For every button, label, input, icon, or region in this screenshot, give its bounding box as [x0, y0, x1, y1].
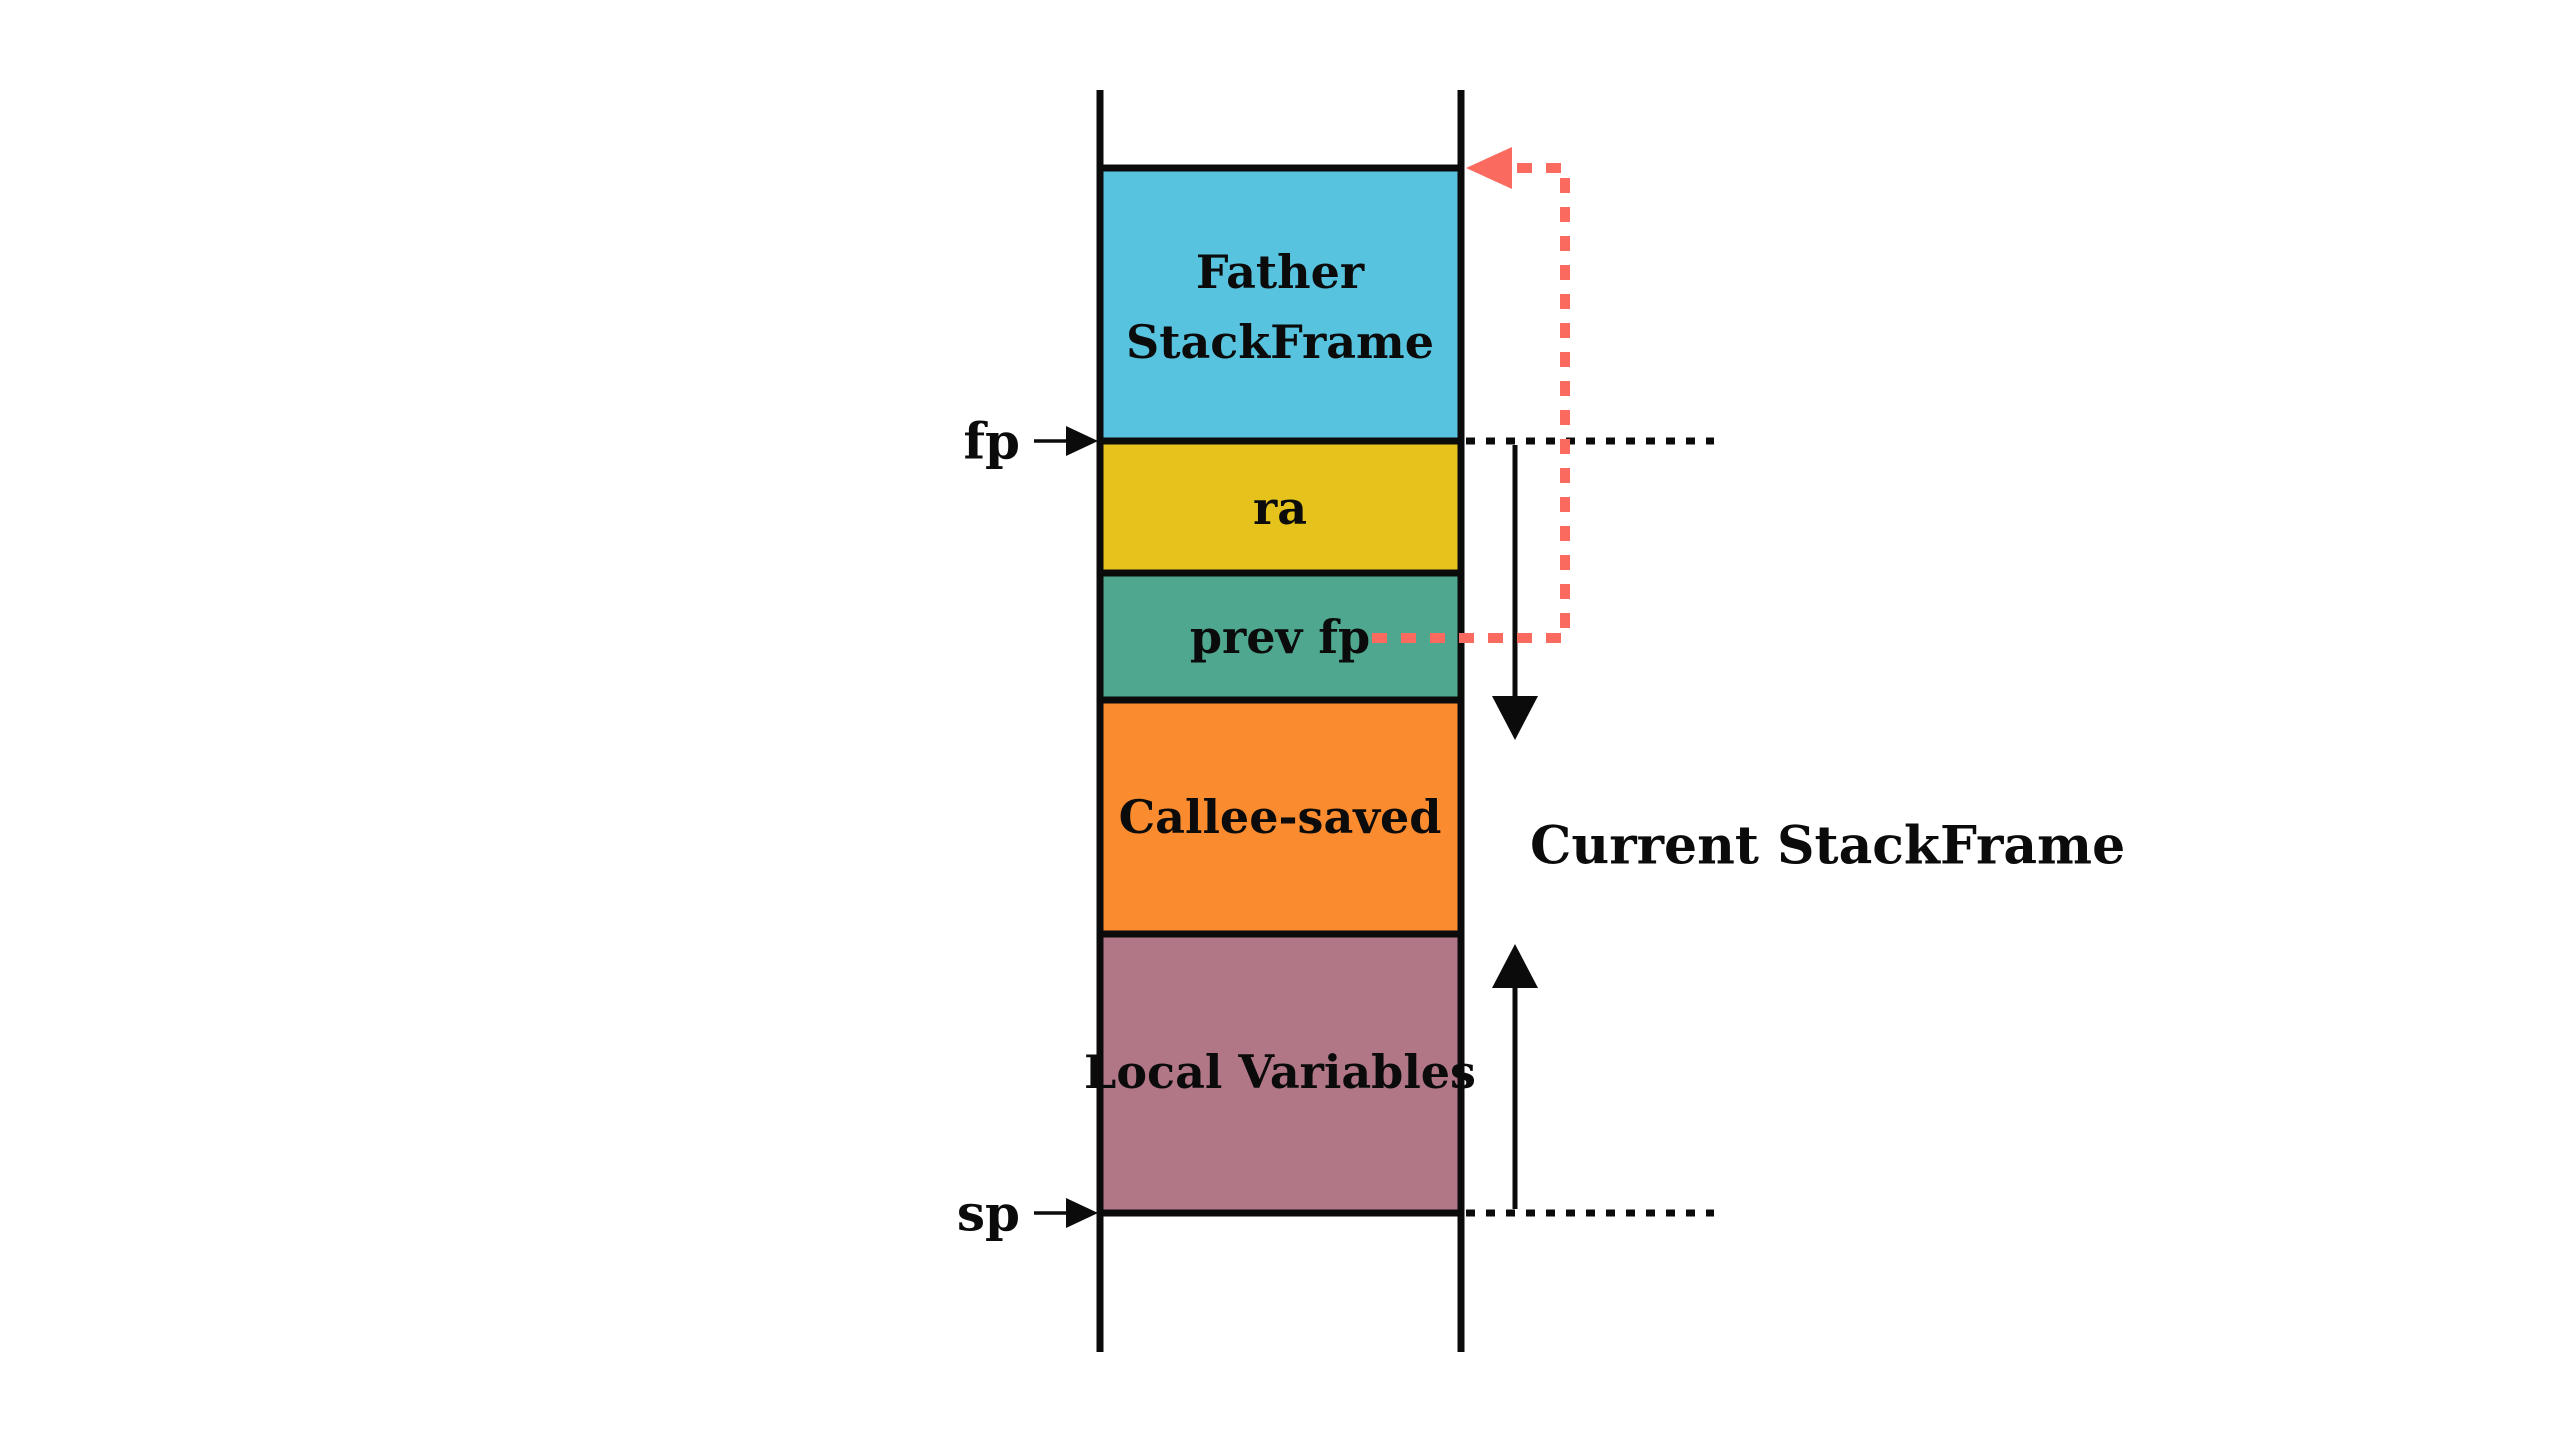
fp-arrow-head-icon: [1066, 426, 1098, 456]
sp-arrow-head-icon: [1066, 1198, 1098, 1228]
callee-saved-box: [1096, 696, 1465, 938]
sp-label: sp: [957, 1184, 1020, 1243]
local-variables-label: Local Variables: [1084, 1045, 1476, 1099]
down-arrow-head-icon: [1492, 696, 1538, 740]
ra-box: [1096, 437, 1465, 577]
fp-label: fp: [964, 412, 1020, 471]
father-stackframe-label-line1: Father: [1196, 245, 1365, 299]
prev-fp-label: prev fp: [1190, 610, 1370, 664]
ra-label: ra: [1253, 481, 1307, 535]
current-stackframe-label: Current StackFrame: [1530, 816, 2125, 877]
prev-fp-pointer-path: [1372, 163, 1570, 643]
father-stackframe-label-line2: StackFrame: [1126, 315, 1434, 369]
local-variables-box: [1096, 930, 1465, 1217]
callee-saved-label: Callee-saved: [1119, 790, 1442, 844]
prev-fp-pointer-arrow-head-icon: [1466, 147, 1512, 189]
father-stackframe-box: [1096, 164, 1465, 445]
up-arrow-head-icon: [1492, 944, 1538, 988]
